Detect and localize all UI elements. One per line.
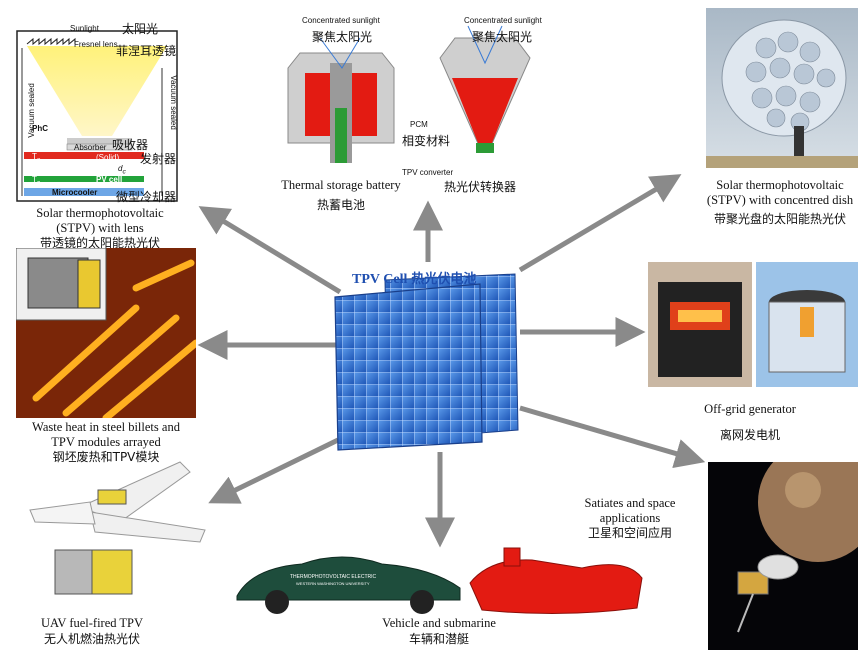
generator-photo-burner xyxy=(756,262,858,387)
space-caption-en-1: Satiates and space xyxy=(584,496,676,510)
uav-drawing xyxy=(29,461,206,595)
stpv-lens-caption-en-2: (STPV) with lens xyxy=(56,221,144,235)
tc-sub: c xyxy=(36,179,41,187)
te-sub: e xyxy=(36,156,41,164)
pcm-label: PCM xyxy=(410,120,428,129)
sunlight-zh-label: 太阳光 xyxy=(122,22,159,36)
vehicle-caption-zh: 车辆和潜艇 xyxy=(408,632,469,646)
concentrated-sunlight-1-zh: 聚焦太阳光 xyxy=(312,30,373,44)
burner-illustration xyxy=(756,262,858,387)
phc-label: PhC xyxy=(32,124,48,133)
te-label: T xyxy=(32,152,37,161)
vehicle-illustration xyxy=(236,547,643,615)
generator-caption-en: Off-grid generator xyxy=(704,402,796,416)
pv-cell-label: PV cell xyxy=(96,175,123,184)
steel-billets-illustration xyxy=(16,248,196,418)
arrow-to-uav xyxy=(208,437,340,504)
sunlight-label: Sunlight xyxy=(70,24,99,33)
vacuum-sealed-right: Vacuum sealed xyxy=(168,75,178,130)
tpv-cell-title-zh: 热光伏电池 xyxy=(411,272,477,287)
fresnel-lens-label: Fresnel lens xyxy=(74,40,118,49)
stove-illustration xyxy=(648,262,752,387)
tpv-converter-label: TPV converter xyxy=(402,168,454,177)
tc-label: T xyxy=(32,175,37,184)
thermal-storage-panel: Concentrated sunlight 聚焦太阳光 Concentrated… xyxy=(280,16,550,194)
stpv-lens-panel: Sunlight 太阳光 Fresnel lens 菲涅耳透镜 Vacuum s… xyxy=(12,22,182,204)
steel-caption-en-2: TPV modules arrayed xyxy=(51,435,161,449)
generator-photo-stove xyxy=(648,262,752,387)
dish-caption-zh: 带聚光盘的太阳能热光伏 xyxy=(713,212,846,226)
space-caption-en-2: applications xyxy=(599,511,661,525)
stpv-lens-caption-en-1: Solar thermophotovoltaic xyxy=(36,206,164,220)
stpv-lens-schematic xyxy=(16,30,178,202)
steel-caption-zh: 钢坯废热和TPV模块 xyxy=(52,450,160,464)
solar-panel-illustration xyxy=(334,273,519,451)
dish-caption: Solar thermophotovoltaic (STPV) with con… xyxy=(694,178,865,227)
vehicle-panel: THERMOPHOTOVOLTAIC ELECTRIC WESTERN WASH… xyxy=(232,538,652,620)
space-illustration xyxy=(737,462,858,633)
tpv-cell-title-en: TPV Cell xyxy=(352,272,408,287)
space-caption-zh: 卫星和空间应用 xyxy=(587,526,672,540)
space-caption: Satiates and space applications 卫星和空间应用 xyxy=(570,496,690,541)
emitter-temp-label: Te xyxy=(32,152,41,164)
dc-sub: c xyxy=(122,168,126,176)
car-text-1: THERMOPHOTOVOLTAIC ELECTRIC xyxy=(290,574,377,580)
stpv-lens-caption-zh: 带透镜的太阳能热光伏 xyxy=(39,236,160,250)
tpv-cell-panel: TPV Cell 热光伏电池 xyxy=(330,252,530,452)
arrow-to-dish xyxy=(518,174,682,273)
emitter-state-label: (Solid) xyxy=(96,153,120,162)
generator-caption-zh: 离网发电机 xyxy=(719,428,780,442)
pcm-zh-label: 相变材料 xyxy=(402,134,451,148)
tpv-cell-title: TPV Cell 热光伏电池 xyxy=(352,268,476,288)
dish-caption-en-1: Solar thermophotovoltaic xyxy=(716,178,844,192)
concentrated-sunlight-1: Concentrated sunlight xyxy=(302,16,380,25)
vehicle-caption-en: Vehicle and submarine xyxy=(382,616,496,630)
thermal-storage-illustration xyxy=(287,25,531,163)
space-photo xyxy=(708,462,858,650)
storage-caption-en: Thermal storage battery xyxy=(281,178,401,192)
arrow-to-space xyxy=(519,405,706,469)
uav-caption-zh: 无人机燃油热光伏 xyxy=(43,632,140,646)
car-text-2: WESTERN WASHINGTON UNIVERSITY xyxy=(296,581,370,586)
steel-caption-en-1: Waste heat in steel billets and xyxy=(32,420,180,434)
arrow-to-lens-stpv xyxy=(198,206,342,295)
dish-illustration xyxy=(706,19,858,168)
absorber-label: Absorber xyxy=(74,143,107,152)
stpv-lens-caption: Solar thermophotovoltaic (STPV) with len… xyxy=(0,206,200,251)
tpv-converter-zh-label: 热光伏转换器 xyxy=(444,180,517,194)
dish-caption-en-2: (STPV) with concentred dish xyxy=(706,193,854,207)
dc-label: dc xyxy=(118,164,126,176)
uav-illustration xyxy=(20,452,210,614)
concentrated-sunlight-2-zh: 聚焦太阳光 xyxy=(472,30,533,44)
storage-caption-zh: 热蓄电池 xyxy=(316,198,365,212)
concentrated-sunlight-2: Concentrated sunlight xyxy=(464,16,542,25)
dc-main: d xyxy=(118,164,123,173)
absorber-zh-label: 吸收器 xyxy=(112,138,149,152)
uav-caption-en: UAV fuel-fired TPV xyxy=(40,616,144,630)
emitter-zh-label: 发射器 xyxy=(140,152,177,166)
steel-caption: Waste heat in steel billets and TPV modu… xyxy=(6,420,206,465)
microcooler-zh-label: 微型冷却器 xyxy=(116,190,177,204)
microcooler-label: Microcooler xyxy=(52,188,98,197)
dish-photo xyxy=(706,8,858,168)
cell-temp-label: Tc xyxy=(32,175,40,187)
steel-billets-photo xyxy=(16,248,196,418)
fresnel-lens-zh-label: 菲涅耳透镜 xyxy=(116,44,177,58)
